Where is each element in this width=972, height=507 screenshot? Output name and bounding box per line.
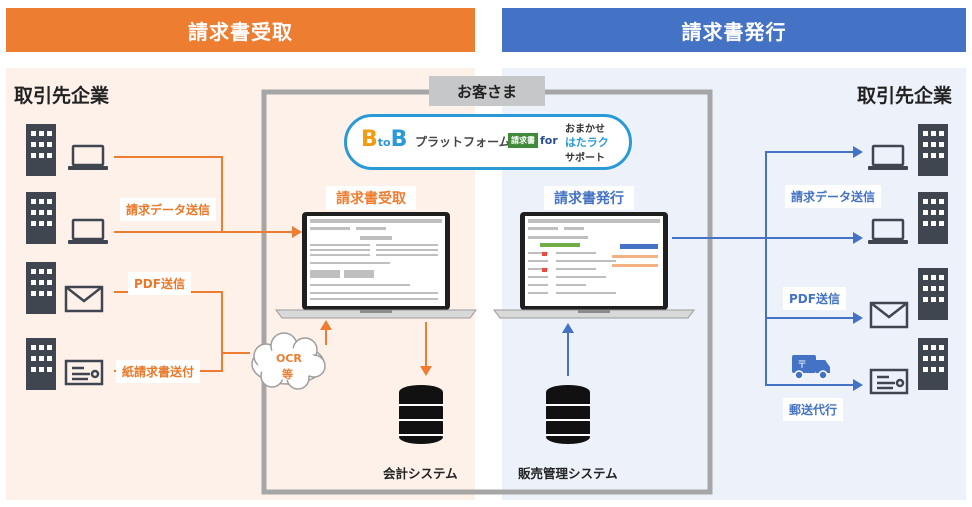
logo-to: to <box>377 136 391 149</box>
laptop-issue-title: 請求書発行 <box>544 186 634 210</box>
right-connectors <box>672 151 855 386</box>
label-right-pdf: PDF送信 <box>783 287 846 310</box>
banner-issue: 請求書発行 <box>502 8 966 52</box>
laptop-icon <box>71 144 105 241</box>
paper-invoice-icon <box>64 359 104 386</box>
svg-text:〒: 〒 <box>797 360 807 371</box>
building-icon <box>918 124 948 390</box>
logo-badge: 請求書 <box>508 133 538 148</box>
building-icon <box>26 124 56 390</box>
accounting-system-label: 会計システム <box>383 466 458 481</box>
building-windows <box>31 131 52 372</box>
envelope-icon <box>869 301 909 329</box>
logo-line3: サポート <box>565 153 605 164</box>
database-icon <box>399 385 443 444</box>
label-left-data: 請求データ送信 <box>120 198 217 221</box>
label-left-paper: 紙請求書送付 <box>116 360 201 383</box>
bbp-logo: BtoB プラットフォーム 請求書 for おまかせ はたラク サポート <box>344 114 632 170</box>
ocr-up-arrowhead <box>320 320 332 330</box>
logo-for: for <box>540 134 558 147</box>
sales-up-arrowhead <box>562 323 574 333</box>
laptop-icon <box>871 144 905 241</box>
accounting-down-arrowhead <box>420 366 432 376</box>
right-arrowhead-4 <box>853 379 863 391</box>
company-title-right: 取引先企業 <box>857 85 953 107</box>
left-arrowhead <box>292 226 302 238</box>
laptop-receive-title: 請求書受取 <box>326 186 416 210</box>
banner-receive: 請求書受取 <box>6 8 475 52</box>
left-connectors <box>114 156 294 372</box>
laptop-issue <box>493 212 695 319</box>
logo-platform: プラットフォーム <box>415 135 511 149</box>
envelope-icon <box>64 285 104 313</box>
logo-b2: B <box>390 127 408 152</box>
label-right-data: 請求データ送信 <box>785 185 882 208</box>
right-arrowhead-2 <box>853 232 863 244</box>
logo-line2: はたラク <box>565 136 609 149</box>
ocr-label-2: 等 <box>282 368 293 381</box>
logo-b1: B <box>361 127 378 152</box>
ocr-label-1: OCR <box>276 352 302 365</box>
paper-invoice-icon <box>869 368 909 395</box>
laptop-receive <box>275 212 477 319</box>
right-arrowhead-1 <box>853 146 863 158</box>
right-arrowhead-3 <box>853 312 863 324</box>
logo-line1: おまかせ <box>565 124 605 135</box>
customer-tab: お客さま <box>429 76 545 106</box>
label-right-post: 郵送代行 <box>783 398 844 421</box>
company-title-left: 取引先企業 <box>14 85 110 107</box>
delivery-truck-icon: 〒 <box>792 355 830 380</box>
sales-system-label: 販売管理システム <box>518 466 618 481</box>
database-icon <box>546 385 590 444</box>
label-left-pdf: PDF送信 <box>128 272 191 295</box>
